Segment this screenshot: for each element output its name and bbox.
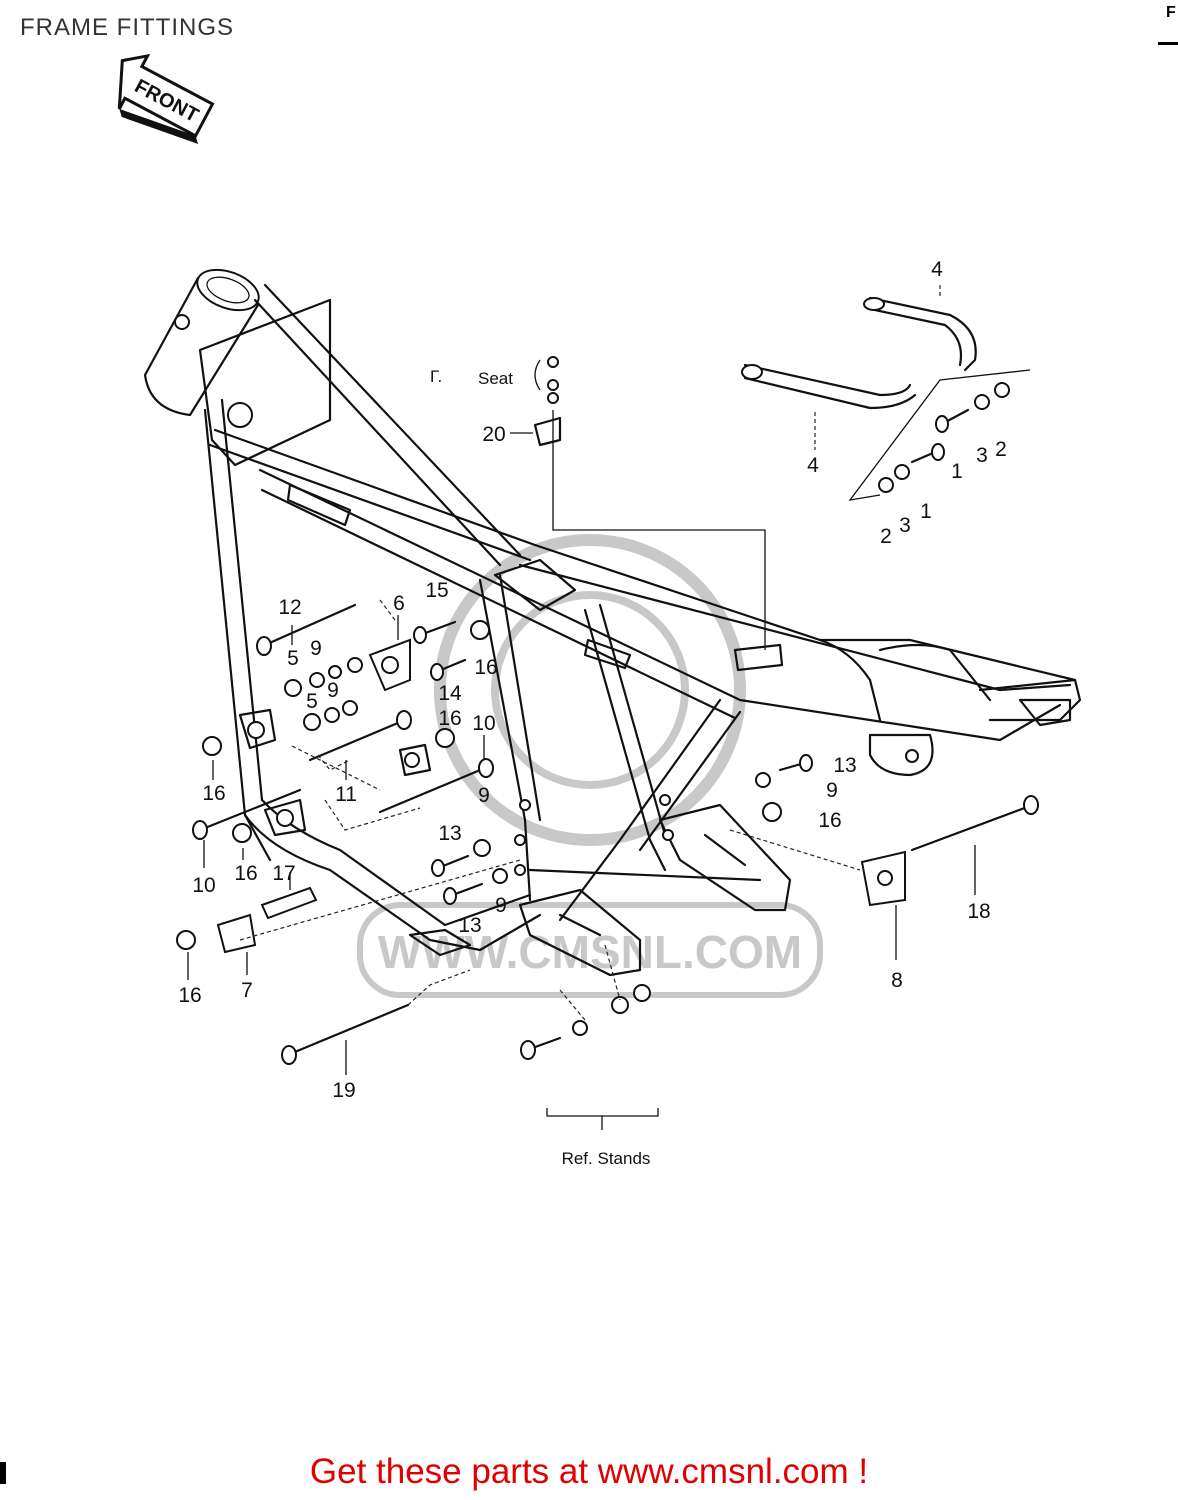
callout-9: 9	[495, 894, 507, 917]
callout-2: 2	[880, 525, 892, 548]
callout-10: 10	[192, 874, 215, 897]
callout-9: 9	[310, 637, 322, 660]
callout-9: 9	[826, 779, 838, 802]
callout-2: 2	[995, 438, 1007, 461]
stands-reference: Ref. Stands	[562, 1149, 651, 1168]
callout-16: 16	[818, 809, 841, 832]
callout-19: 19	[332, 1079, 355, 1102]
grab-rail-part-4	[741, 285, 1031, 501]
corner-page-mark: F	[1166, 4, 1176, 21]
callout-3: 3	[899, 514, 911, 537]
callout-6: 6	[393, 592, 405, 615]
callout-4: 4	[931, 258, 943, 281]
callout-15: 15	[425, 579, 448, 602]
motorcycle-frame	[143, 268, 1082, 977]
callout-5: 5	[306, 690, 318, 713]
callout-1: 1	[951, 460, 963, 483]
footer-link-text[interactable]: Get these parts at www.cmsnl.com !	[309, 1452, 869, 1491]
callout-11: 11	[335, 783, 357, 806]
callout-8: 8	[891, 969, 903, 992]
callout-labels: 4 4 1 3 2 2 3 1 Γ. Seat 20 12 6 15 5 9 5…	[178, 258, 1007, 1168]
callout-16: 16	[474, 656, 497, 679]
callout-7: 7	[241, 979, 253, 1002]
callout-10: 10	[472, 712, 495, 735]
callout-5: 5	[287, 647, 299, 670]
watermark-text: WWW.CMSNL.COM	[378, 926, 802, 978]
callout-18: 18	[967, 900, 990, 923]
corner-rule	[1158, 42, 1178, 45]
callout-20: 20	[482, 423, 505, 446]
callout-9: 9	[327, 679, 339, 702]
leader-lines	[239, 359, 861, 1130]
callout-13: 13	[458, 914, 481, 937]
seat-note: Seat	[478, 369, 513, 388]
callout-16: 16	[438, 707, 461, 730]
edge-mark	[0, 1462, 6, 1484]
hardware	[176, 356, 1039, 1065]
callout-16: 16	[178, 984, 201, 1007]
callout-12: 12	[278, 596, 301, 619]
callout-16: 16	[202, 782, 225, 805]
callout-3: 3	[976, 444, 988, 467]
callout-13: 13	[438, 822, 461, 845]
frame-fittings-diagram: WWW.CMSNL.COM FRONT	[117, 53, 1082, 1168]
page-title: FRAME FITTINGS	[20, 14, 234, 41]
callout-ticks	[187, 615, 976, 1075]
callout-9: 9	[478, 784, 490, 807]
callout-13: 13	[833, 754, 856, 777]
callout-14: 14	[438, 682, 462, 705]
callout-1: 1	[920, 500, 932, 523]
seat-note-prefix: Γ.	[430, 367, 442, 386]
front-arrow-icon: FRONT	[117, 53, 215, 144]
callout-4: 4	[807, 454, 819, 477]
callout-16: 16	[234, 862, 257, 885]
callout-17: 17	[272, 862, 295, 885]
